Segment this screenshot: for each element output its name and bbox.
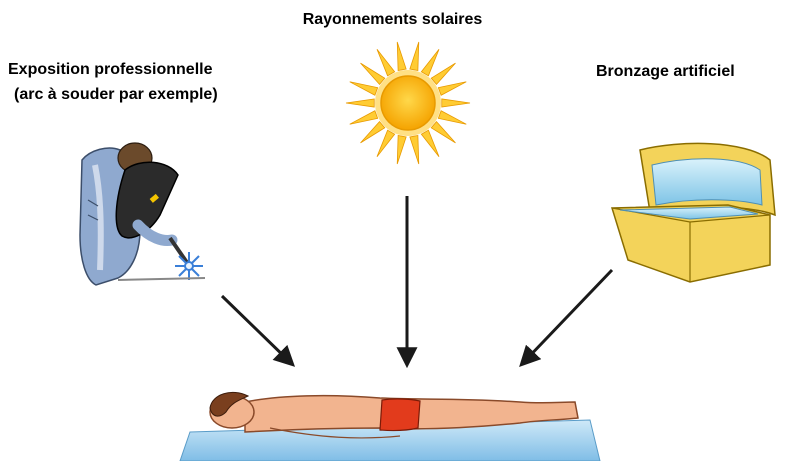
sun-ray: [361, 122, 385, 143]
welding-spark-icon: [175, 252, 203, 280]
sun-ray: [377, 49, 395, 75]
sunbather-icon: [180, 392, 600, 461]
sun-ray: [438, 82, 466, 95]
sun-ray: [346, 99, 374, 107]
arrow-from-welder: [222, 296, 292, 364]
tanning-bed-icon: [612, 143, 775, 282]
sun-ray: [410, 136, 419, 165]
sun-ray: [410, 42, 419, 71]
sun-ray: [377, 130, 395, 156]
sun-ray: [397, 136, 406, 165]
sun-ray: [350, 82, 378, 95]
sun-ray: [350, 111, 378, 124]
sun-ray: [397, 42, 406, 71]
sun-ray: [361, 63, 385, 84]
welder-icon: [80, 143, 205, 285]
arrow-from-tanning-bed: [522, 270, 612, 364]
sun-ray: [421, 130, 439, 156]
sun-ray: [442, 99, 470, 107]
sun-icon: [346, 42, 470, 164]
sun-ray: [438, 111, 466, 124]
sun-ray: [431, 63, 455, 84]
sun-ray: [421, 49, 439, 75]
sun-ray: [431, 122, 455, 143]
